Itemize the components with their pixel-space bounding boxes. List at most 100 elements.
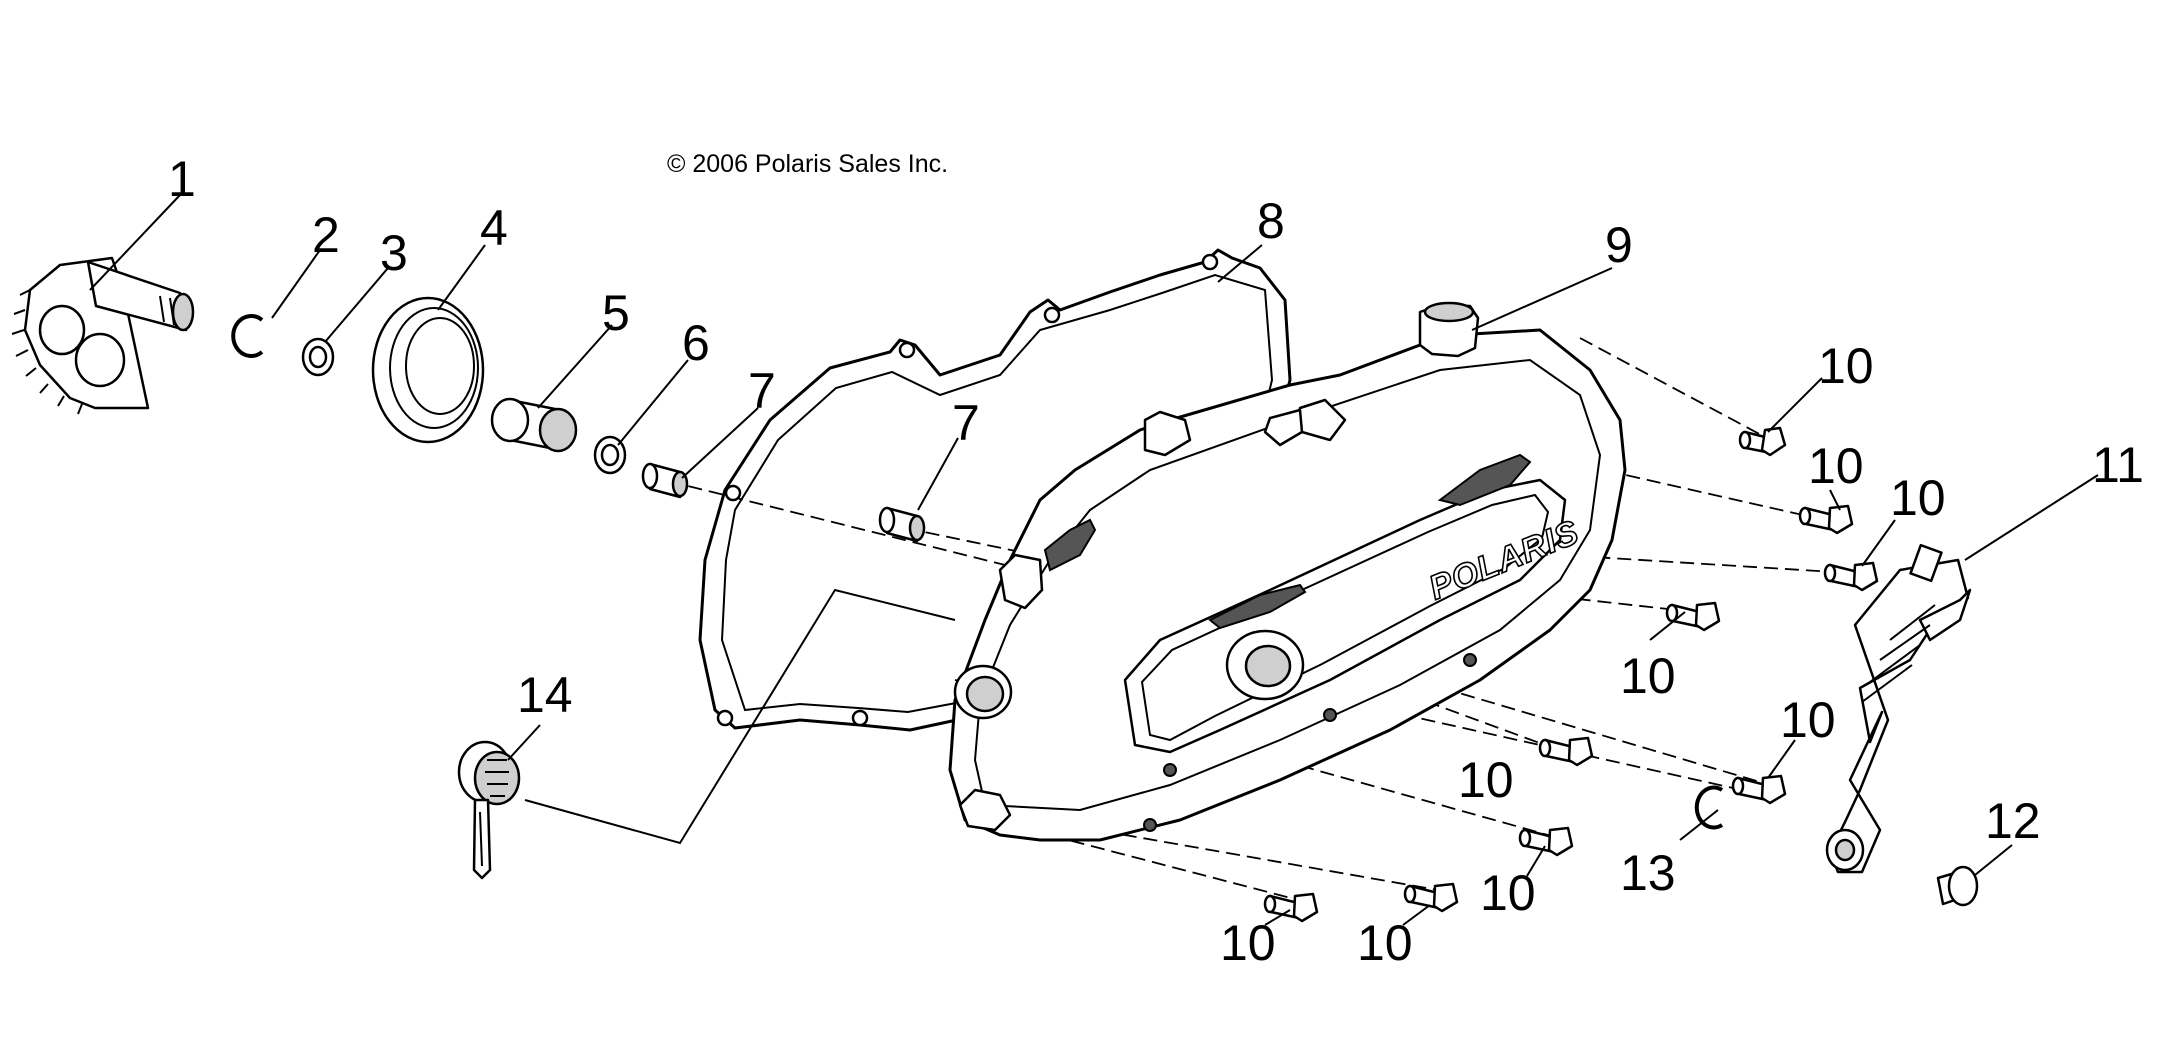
assembly-line xyxy=(1279,759,1556,838)
dowel-end xyxy=(641,462,659,490)
bolt-tip xyxy=(1263,894,1277,914)
emblem-panel-inner xyxy=(1140,493,1550,742)
cable-route-line xyxy=(524,588,956,845)
callout-5: 5 xyxy=(602,285,630,341)
leader-line-10a xyxy=(1767,377,1823,433)
bushing-end xyxy=(538,407,578,453)
part-14-sensor-gear xyxy=(457,740,521,880)
callout-10h: 10 xyxy=(1220,915,1276,971)
part-5-bushing xyxy=(490,397,578,453)
bolt-head xyxy=(1694,601,1721,632)
bolt-head xyxy=(1760,774,1787,805)
part-10-bolt xyxy=(1731,774,1787,805)
bushing-end xyxy=(490,397,530,443)
part-6-washer xyxy=(593,435,627,475)
callout-10i: 10 xyxy=(1357,915,1413,971)
bolt-head xyxy=(1567,736,1594,767)
cover-port-center xyxy=(965,675,1005,713)
cover-bolt-hole xyxy=(1323,708,1337,722)
leader-line-11 xyxy=(1964,474,2099,561)
copyright-notice: © 2006 Polaris Sales Inc. xyxy=(667,150,949,178)
sensor-gear-teeth xyxy=(485,759,509,797)
callout-3: 3 xyxy=(380,225,408,281)
leader-lines xyxy=(89,194,2099,926)
callout-12: 12 xyxy=(1985,793,2041,849)
gasket-hole xyxy=(851,709,869,727)
bolt-head xyxy=(1547,826,1574,857)
sensor-gear xyxy=(473,750,521,806)
part-4-spring xyxy=(371,296,485,444)
leader-line-3 xyxy=(324,267,389,343)
washer-inner xyxy=(600,443,620,467)
part-10-bolt xyxy=(1518,826,1574,857)
shaft-end xyxy=(171,292,195,332)
cover-boss xyxy=(958,788,1012,832)
assembly-line xyxy=(667,480,1006,566)
cover-boss xyxy=(1143,410,1192,457)
gasket-hole xyxy=(1043,306,1061,324)
callout-10c: 10 xyxy=(1890,470,1946,526)
callout-8: 8 xyxy=(1257,193,1285,249)
callout-10a: 10 xyxy=(1818,338,1874,394)
leader-line-10i xyxy=(1402,904,1431,926)
dowel-end xyxy=(671,470,689,498)
leader-line-10b xyxy=(1829,489,1841,511)
cover-boss xyxy=(1263,408,1304,447)
callout-numbers: 1 2 3 4 5 6 7 7 8 9 10 10 10 10 10 10 10… xyxy=(168,151,2144,971)
callout-14: 14 xyxy=(517,667,573,723)
callout-10b: 10 xyxy=(1808,438,1864,494)
callout-4: 4 xyxy=(480,200,508,256)
leader-line-7b xyxy=(917,437,959,511)
cover-vent xyxy=(1437,453,1532,507)
callout-7a: 7 xyxy=(748,363,776,419)
assembly-line xyxy=(1359,704,1761,795)
bolt-tip xyxy=(1731,776,1745,796)
callout-13: 13 xyxy=(1620,845,1676,901)
part-7-dowel-pin xyxy=(878,506,926,543)
gasket-hole xyxy=(716,709,734,727)
part-8-cover-gasket xyxy=(698,248,1292,732)
cover-bolt-hole xyxy=(1463,653,1477,667)
callout-10e: 10 xyxy=(1780,692,1836,748)
callout-7b: 7 xyxy=(952,395,980,451)
cover-vent xyxy=(1043,518,1097,572)
leader-line-8 xyxy=(1217,244,1263,283)
assembly-line xyxy=(1029,829,1311,904)
leader-line-2 xyxy=(271,249,321,319)
leader-line-13 xyxy=(1679,809,1719,841)
bolt-head xyxy=(1852,561,1879,592)
plug-cap xyxy=(1947,865,1979,907)
part-10-bolt xyxy=(1403,882,1459,913)
leader-line-10d xyxy=(1649,611,1686,641)
leader-line-10f xyxy=(1767,739,1796,779)
callout-10d: 10 xyxy=(1620,648,1676,704)
callout-9: 9 xyxy=(1605,217,1633,273)
bolt-tip xyxy=(1798,506,1812,526)
callout-10g: 10 xyxy=(1480,865,1536,921)
part-10-bolt xyxy=(1823,561,1879,592)
leader-line-7a xyxy=(681,407,759,479)
callout-10f: 10 xyxy=(1458,752,1514,808)
callout-2: 2 xyxy=(312,207,340,263)
part-3-washer xyxy=(301,337,335,377)
leader-line-6 xyxy=(617,359,689,446)
callout-6: 6 xyxy=(682,315,710,371)
shaft-grooves xyxy=(159,295,175,326)
dowel-end xyxy=(908,514,926,542)
bolt-head xyxy=(1292,892,1319,923)
cover-bolt-hole xyxy=(1163,763,1177,777)
part-10-bolt xyxy=(1263,892,1319,923)
callout-1: 1 xyxy=(168,151,196,207)
cover-ridge xyxy=(973,358,1602,812)
lever-treads xyxy=(1861,604,1936,703)
assembly-line xyxy=(1579,337,1766,438)
bolt-tip xyxy=(1403,884,1417,904)
part-10-bolt xyxy=(1798,504,1854,535)
spring-coil xyxy=(405,317,475,415)
cover-bolt-hole xyxy=(1143,818,1157,832)
part-7-dowel-pin xyxy=(641,462,689,499)
washer-inner xyxy=(308,345,328,369)
lever-arm xyxy=(1828,558,1970,874)
part-2-snap-ring xyxy=(231,314,264,358)
